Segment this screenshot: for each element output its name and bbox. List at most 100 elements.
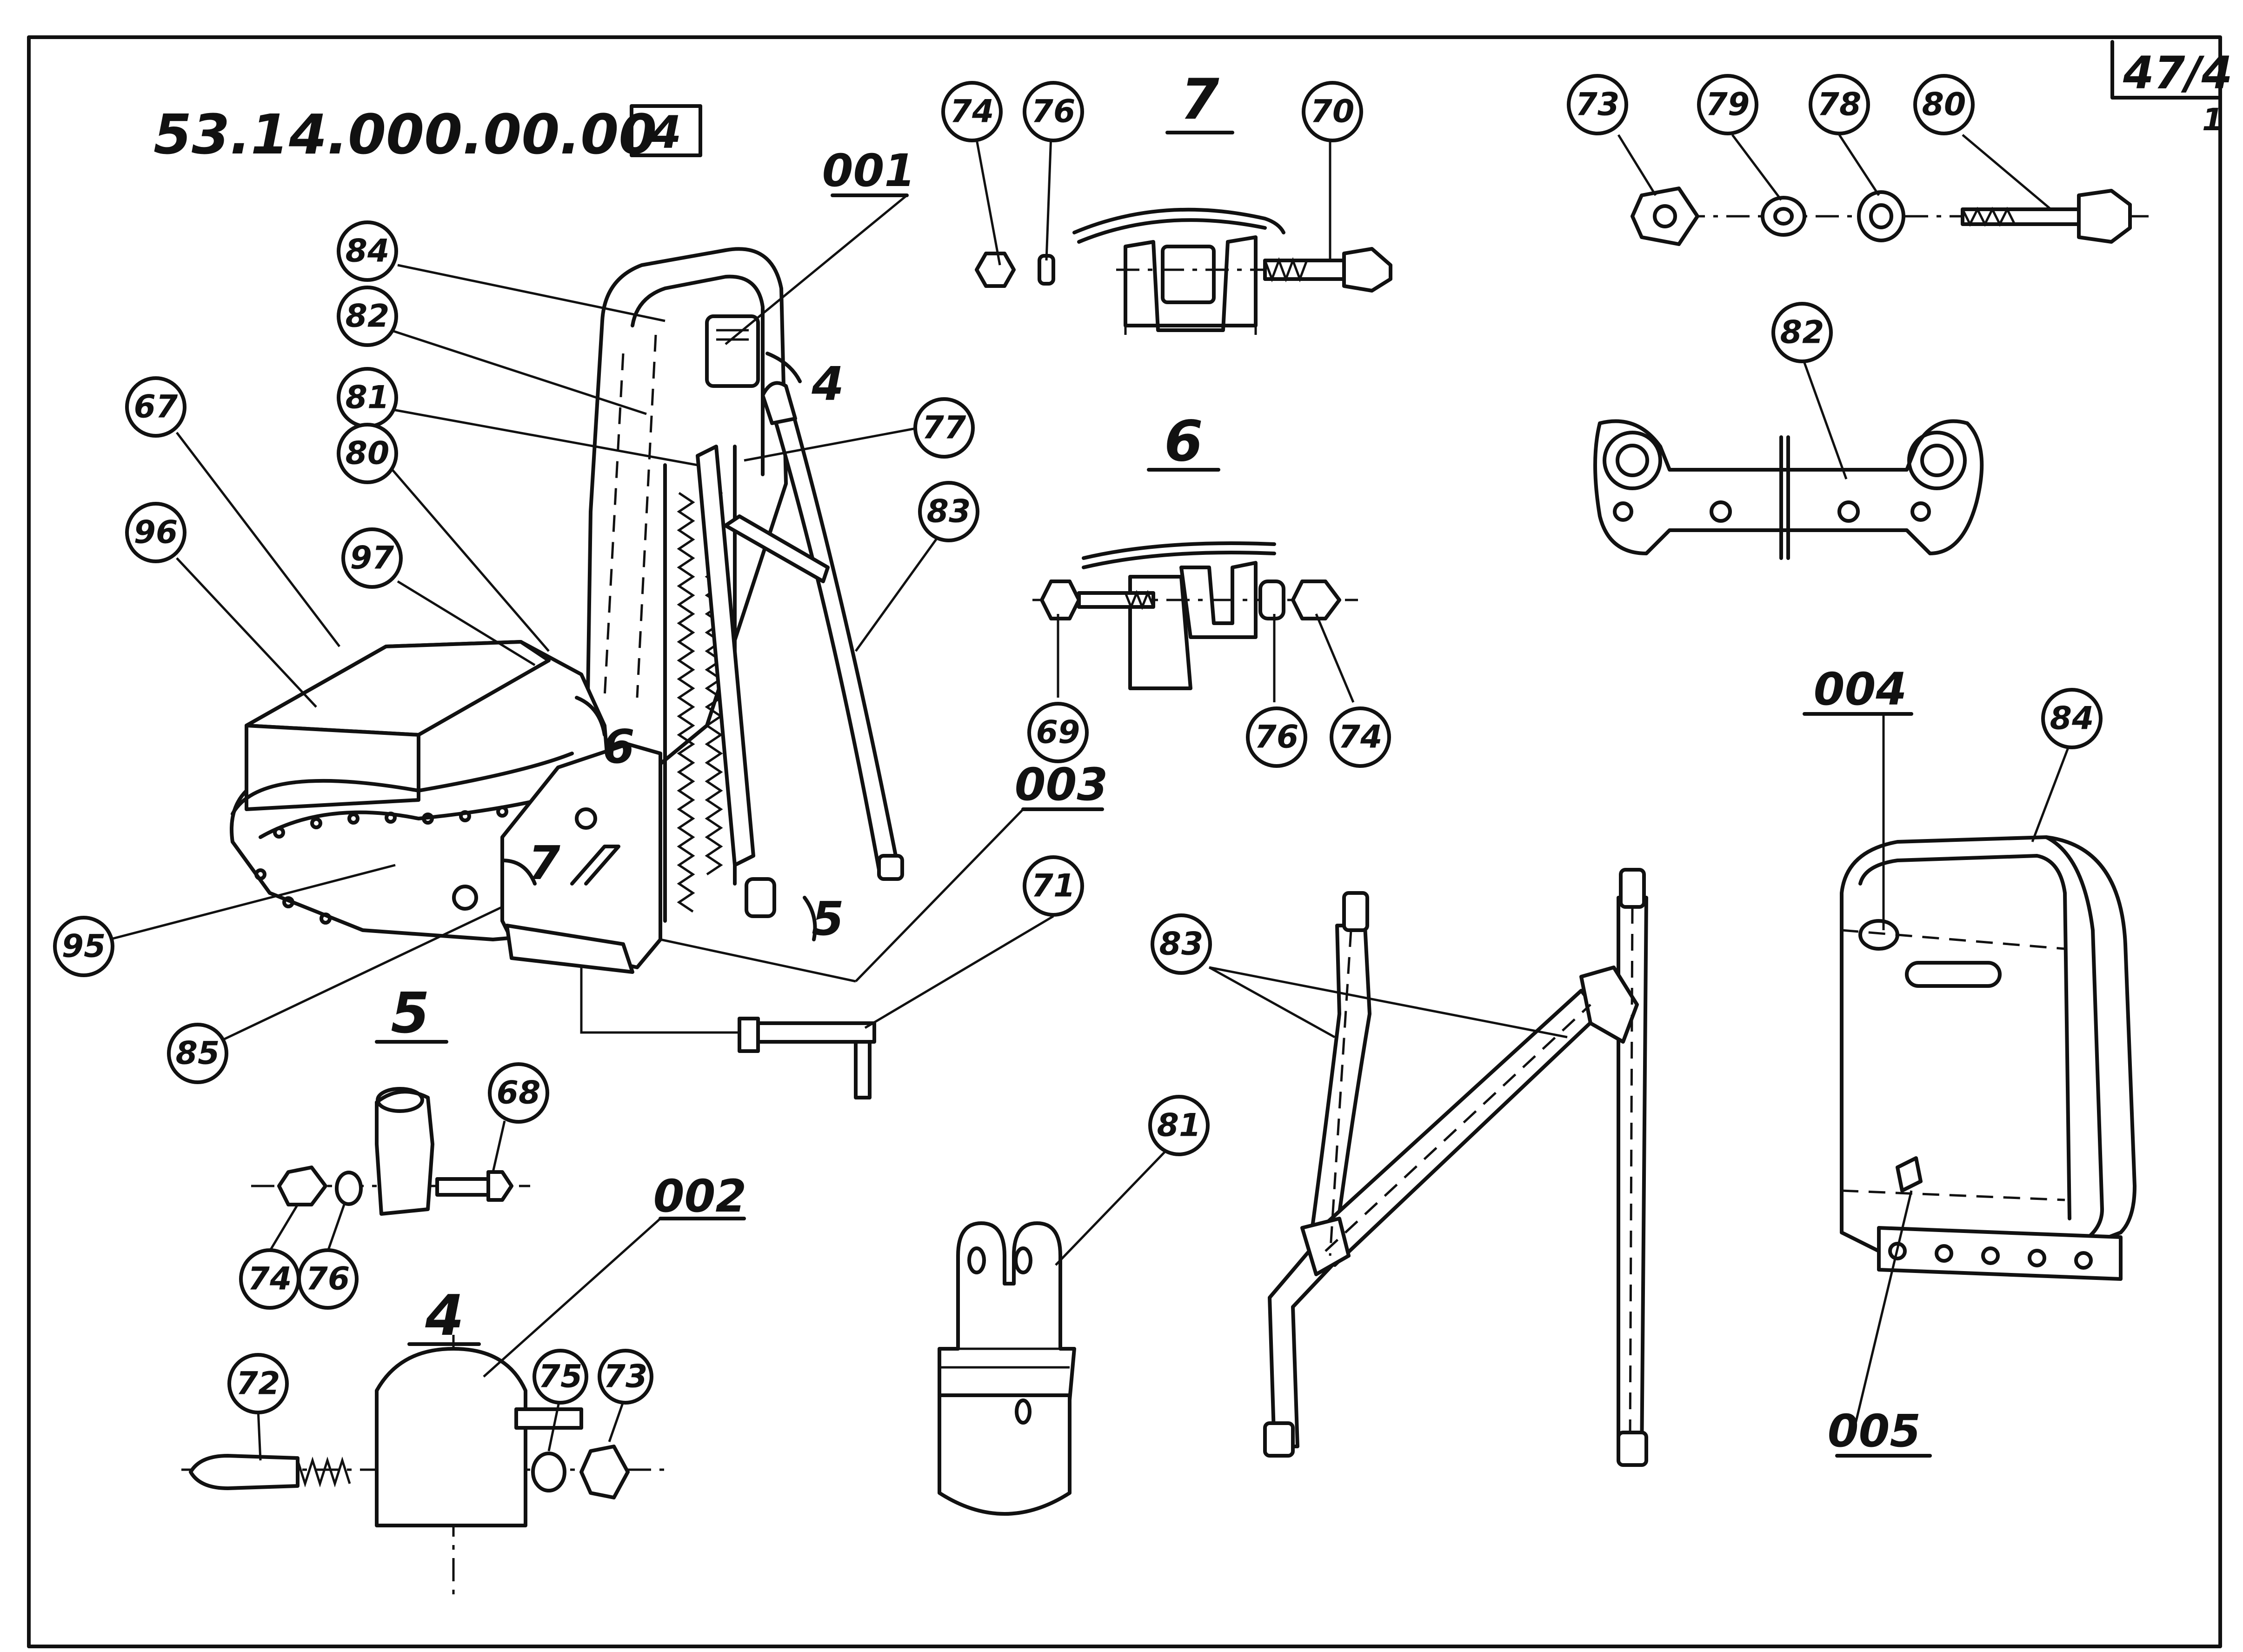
callout-97-seat: 97 [341, 527, 403, 589]
svg-text:7: 7 [528, 836, 560, 890]
svg-text:75: 75 [539, 1359, 583, 1395]
assembly-003-pin-handle [854, 1040, 872, 1099]
section-6-view: 6 [1032, 409, 1358, 690]
svg-text:80: 80 [346, 435, 390, 472]
view-arrow-6: 6 [575, 696, 635, 774]
svg-text:4: 4 [425, 1284, 464, 1348]
callout-80-hardware: 80 [1913, 74, 1975, 135]
svg-text:73: 73 [1576, 87, 1620, 123]
svg-text:97: 97 [350, 540, 394, 577]
svg-text:74: 74 [1338, 719, 1383, 756]
svg-text:004: 004 [1814, 663, 1907, 715]
callout-96-seat: 96 [125, 502, 186, 563]
svg-text:5: 5 [812, 892, 844, 946]
callout-78-hardware: 78 [1809, 74, 1870, 135]
assembly-003-leader-lines [580, 967, 739, 1034]
svg-text:002: 002 [653, 1170, 746, 1222]
sheet-number: 47/4 [2123, 47, 2232, 99]
svg-text:74: 74 [248, 1261, 292, 1298]
svg-text:74: 74 [950, 93, 994, 130]
seat-flange-rivets [254, 794, 546, 925]
harness-fork-top [761, 381, 797, 425]
svg-text:70: 70 [1311, 93, 1355, 130]
svg-text:81: 81 [1157, 1107, 1201, 1144]
callout-79-hardware: 79 [1697, 74, 1758, 135]
s4-pin [189, 1454, 300, 1490]
pivot-bolt [452, 885, 478, 911]
callout-71-assembly003: 71 [1023, 855, 1084, 917]
callout-84-seat-back: 84 [337, 220, 398, 282]
seat-assembly-view: 4 5 6 7 [230, 247, 904, 1099]
assembly-label-005: 005 [1828, 1190, 1932, 1458]
svg-text:84: 84 [2050, 700, 2094, 737]
seat-back-rivets [603, 334, 657, 698]
svg-text:79: 79 [1706, 87, 1750, 123]
callout-72-section4: 72 [227, 1353, 289, 1414]
s6-washer [1258, 580, 1285, 620]
tr-washer-78 [1857, 190, 1905, 242]
svg-text:68: 68 [497, 1075, 541, 1112]
callout-95-seat: 95 [53, 916, 114, 977]
sheet-corner-frame [2110, 40, 2222, 100]
callout-73-section4: 73 [598, 1349, 653, 1405]
svg-text:96: 96 [134, 514, 178, 551]
seat-back-inner [631, 274, 765, 476]
callout-69-section6: 69 [1027, 702, 1089, 763]
callout-74-section7: 74 [941, 81, 1003, 142]
section-5-view: 5 [251, 981, 530, 1216]
svg-text:85: 85 [176, 1035, 220, 1072]
svg-text:6: 6 [1164, 409, 1203, 474]
assembly-label-004: 004 [1803, 663, 1913, 930]
callout-leaders [109, 134, 2071, 1461]
callout-70-section7: 70 [1302, 81, 1363, 142]
svg-text:6: 6 [602, 719, 635, 774]
bracket-82-view [1593, 419, 1984, 560]
svg-text:78: 78 [1817, 87, 1862, 123]
cushion-84-view [1840, 835, 2137, 1281]
view-arrow-4: 4 [765, 352, 844, 411]
drawing-border [27, 35, 2222, 1648]
callout-74-section5: 74 [239, 1248, 300, 1310]
callouts: 84 82 81 80 6 7 96 97 77 83 95 85 74 76 7… [53, 74, 2103, 1414]
callout-85-seat: 85 [167, 1023, 228, 1084]
svg-text:76: 76 [1032, 93, 1076, 130]
svg-text:76: 76 [1255, 719, 1299, 756]
headrest-slot-plate [705, 314, 760, 388]
svg-text:83: 83 [927, 493, 971, 530]
seat-cushion-front [245, 724, 420, 811]
svg-text:77: 77 [922, 410, 966, 446]
callout-73-hardware: 73 [1567, 74, 1628, 135]
svg-text:4: 4 [811, 357, 844, 411]
callout-76-section6: 76 [1246, 706, 1307, 768]
callout-76-section7: 76 [1023, 81, 1084, 142]
s5-washer [335, 1171, 363, 1206]
harness-crossbar [724, 514, 830, 583]
callout-76-section5: 76 [297, 1248, 359, 1310]
svg-text:72: 72 [236, 1366, 280, 1402]
svg-text:001: 001 [822, 145, 915, 197]
svg-text:82: 82 [346, 298, 390, 335]
callout-82-seat: 82 [337, 286, 398, 347]
callout-82-bracket: 82 [1771, 302, 1833, 363]
harness-strut-end-2 [877, 854, 904, 881]
s7-screw-head [1342, 247, 1392, 293]
s4-housing [375, 1347, 527, 1527]
svg-text:82: 82 [1780, 314, 1824, 351]
svg-text:83: 83 [1159, 926, 1204, 963]
title-block: 53.14.000.00.00 4 47/4 1 [153, 40, 2232, 167]
sheet-index: 1 [2202, 102, 2223, 138]
assembly-label-001: 001 [725, 145, 915, 345]
svg-text:84: 84 [346, 233, 390, 270]
tr-nut [1631, 187, 1699, 246]
callout-84-cushion: 84 [2041, 688, 2103, 749]
svg-text:5: 5 [391, 981, 430, 1046]
assembly-label-002: 002 [483, 1170, 746, 1378]
s5-pin [435, 1177, 490, 1197]
callout-68-section5: 68 [488, 1062, 549, 1124]
s6-bolt-head [1040, 580, 1081, 620]
view-arrow-7: 7 [500, 836, 560, 890]
seat-mount-foot [505, 924, 634, 974]
drawing-number: 53.14.000.00.00 [153, 102, 657, 167]
seat-flange [231, 752, 574, 816]
